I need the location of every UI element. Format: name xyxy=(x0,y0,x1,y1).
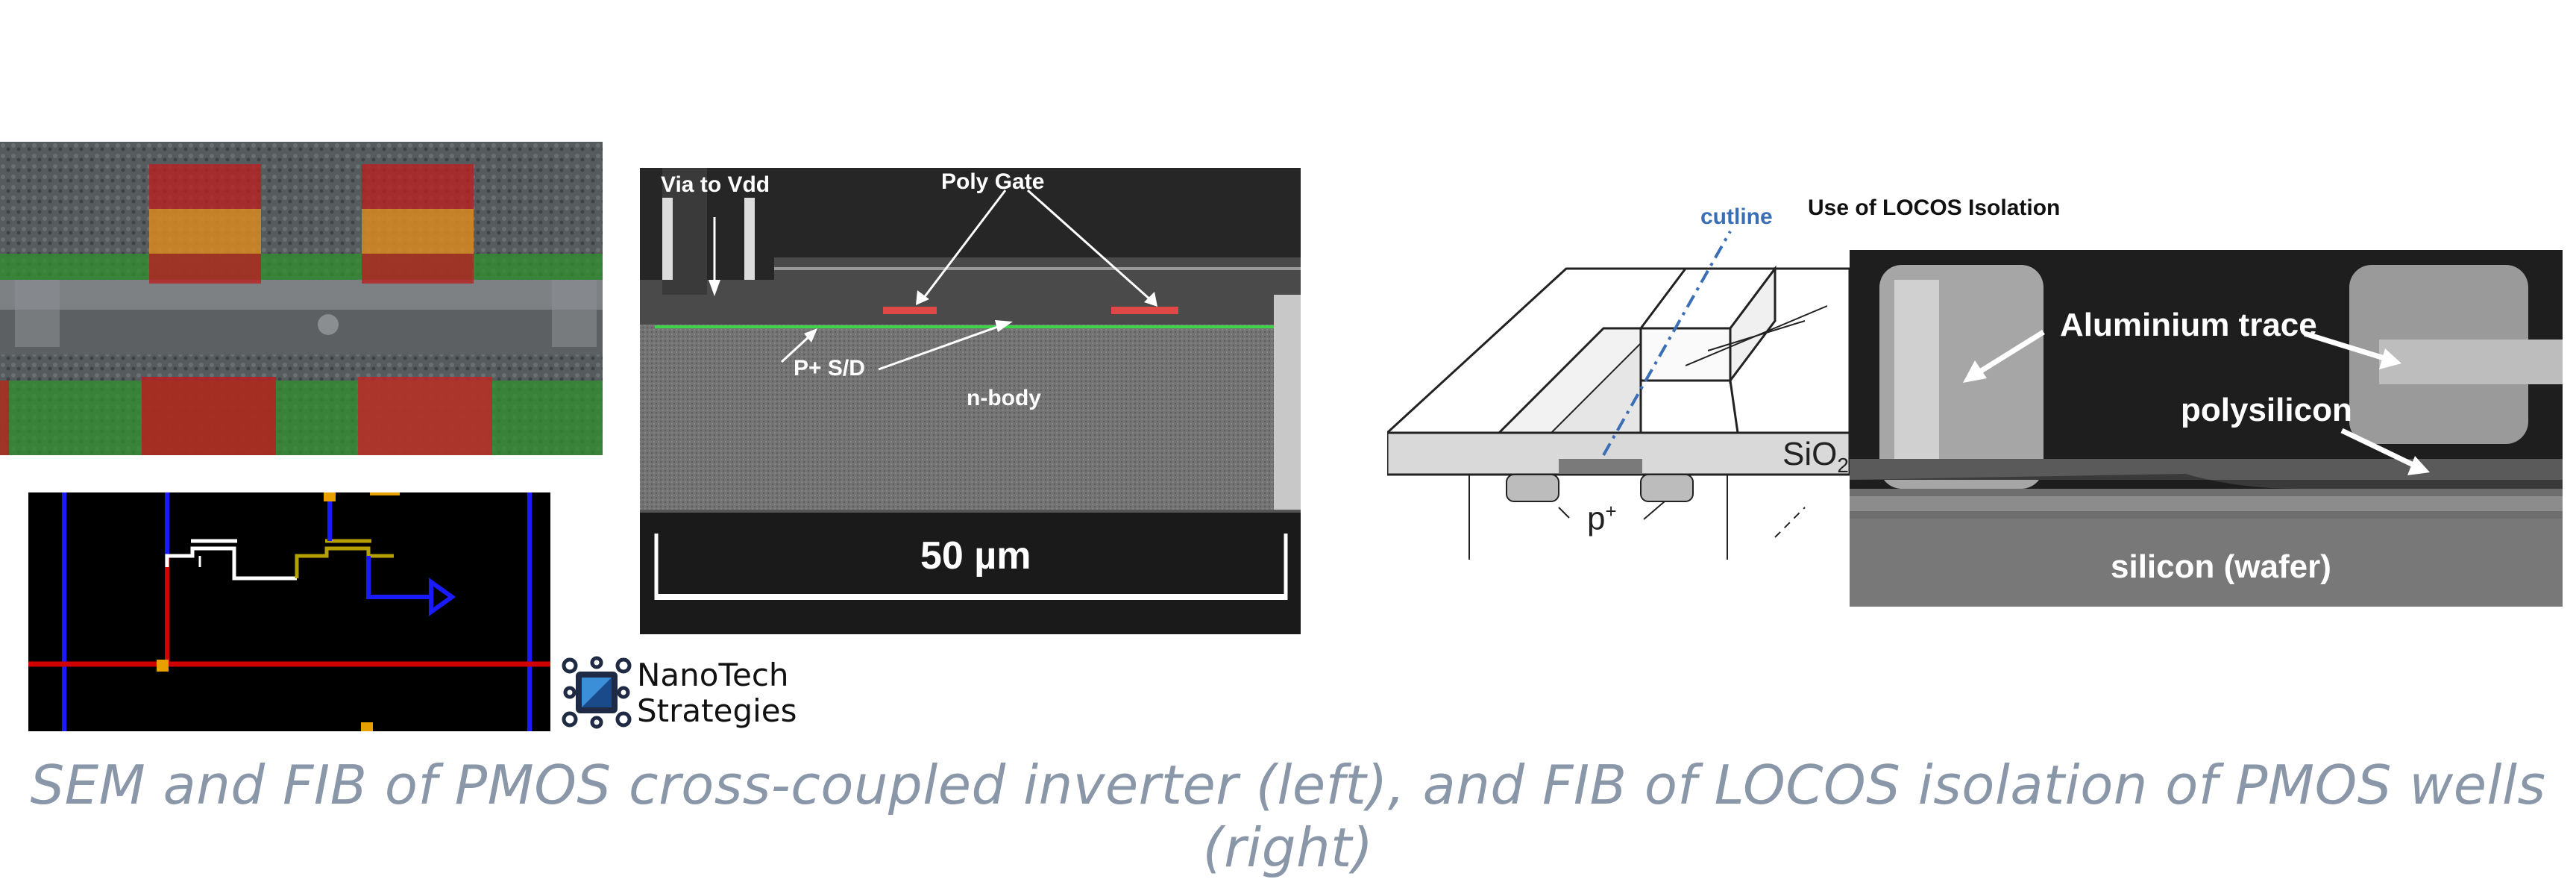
sio2-main: SiO xyxy=(1782,436,1838,472)
logo-line-1: NanoTech xyxy=(637,657,789,693)
layout-schematic xyxy=(28,492,550,731)
label-p-plus-sd: P+ S/D xyxy=(794,356,865,381)
sem-image-panel xyxy=(0,142,603,455)
fib-cross-section xyxy=(640,168,1301,634)
label-silicon-wafer: silicon (wafer) xyxy=(2111,548,2331,585)
label-poly-gate: Poly Gate xyxy=(941,169,1045,194)
p-plus-label: p+ xyxy=(1587,500,1617,538)
locos-diagram: cutline SiO2 p+ xyxy=(1384,187,1851,560)
scale-bar-label: 50 µm xyxy=(920,534,1031,578)
label-aluminium-trace: Aluminium trace xyxy=(2060,307,2317,343)
figure-caption: SEM and FIB of PMOS cross-coupled invert… xyxy=(30,754,2546,879)
label-polysilicon: polysilicon xyxy=(2181,392,2352,428)
label-n-body: n-body xyxy=(967,386,1041,410)
fib-cross-section-panel: Via to Vdd Poly Gate P+ S/D n-body 50 µm xyxy=(640,168,1301,634)
sem-image xyxy=(0,142,603,455)
sio2-sub: 2 xyxy=(1837,453,1849,477)
p-sup: + xyxy=(1605,500,1617,522)
logo-line-2: Strategies xyxy=(637,692,797,729)
sio2-label: SiO2 xyxy=(1782,436,1849,478)
locos-isometric xyxy=(1384,231,1851,560)
label-via-to-vdd: Via to Vdd xyxy=(661,172,770,197)
cutline-label: cutline xyxy=(1700,204,1773,229)
fib-locos-image xyxy=(1850,250,2563,607)
p-main: p xyxy=(1587,500,1606,537)
company-logo: NanoTech Strategies xyxy=(559,655,798,730)
layout-schematic-panel xyxy=(28,492,550,731)
locos-title: Use of LOCOS Isolation xyxy=(1808,195,2061,220)
fib-locos-panel: Aluminium trace polysilicon silicon (waf… xyxy=(1850,250,2563,607)
chip-icon xyxy=(562,656,632,729)
